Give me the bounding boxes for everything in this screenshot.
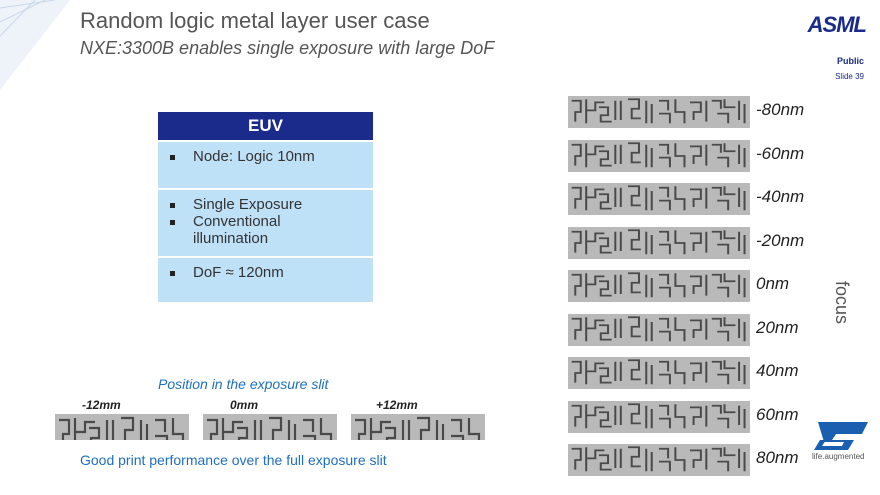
classification-label: Public <box>836 56 864 66</box>
euv-row-dof: DoF ≈ 120nm <box>158 258 373 302</box>
euv-row-node: Node: Logic 10nm <box>158 142 373 188</box>
decorative-swoosh <box>0 0 70 90</box>
bullet-item: DoF ≈ 120nm <box>170 264 363 281</box>
slit-title: Position in the exposure slit <box>158 376 329 392</box>
sem-image <box>568 139 750 172</box>
sem-image <box>55 414 189 440</box>
st-logo <box>814 422 868 450</box>
focus-level-label: 80nm <box>756 448 799 467</box>
focus-level-label: -20nm <box>756 230 805 250</box>
slit-caption: Good print performance over the full exp… <box>80 452 387 468</box>
sem-image <box>568 183 750 215</box>
bullet-text: Single Exposure <box>193 196 303 213</box>
focus-level-label: 40nm <box>756 361 799 380</box>
focus-level-label: -40nm <box>756 187 805 206</box>
sem-image <box>351 414 485 440</box>
euv-table: EUV Node: Logic 10nm Single Exposure Con… <box>158 112 373 302</box>
asml-logo: ASML <box>807 12 867 37</box>
sem-image <box>568 270 750 302</box>
euv-heading: EUV <box>158 112 373 140</box>
sem-image <box>568 96 750 128</box>
focus-level-label: -80nm <box>756 100 805 119</box>
sem-image <box>568 313 750 346</box>
focus-axis-label: focus <box>832 280 853 325</box>
sem-image <box>568 357 750 389</box>
euv-row-exposure: Single Exposure Conventional illuminatio… <box>158 190 373 256</box>
st-tagline: life.augmented <box>812 452 865 461</box>
bullet-text: DoF ≈ 120nm <box>193 264 284 281</box>
focus-level-label: 60nm <box>756 404 799 424</box>
bullet-text: Node: Logic 10nm <box>193 148 315 165</box>
slit-position-label: 0mm <box>230 398 259 412</box>
focus-level-label: -60nm <box>756 143 805 163</box>
slide-subtitle: NXE:3300B enables single exposure with l… <box>80 38 495 58</box>
sem-image <box>568 400 750 433</box>
bullet-item: Single Exposure <box>170 196 363 213</box>
sem-image <box>568 226 750 259</box>
sem-image <box>203 414 337 440</box>
slide-number: Slide 39 <box>835 72 864 81</box>
focus-level-label: 0nm <box>756 274 790 293</box>
slide-title: Random logic metal layer user case <box>80 8 430 33</box>
bullet-item: Node: Logic 10nm <box>170 148 363 165</box>
sem-image <box>568 444 750 476</box>
slit-position-label: -12mm <box>82 398 121 412</box>
slit-position-label: +12mm <box>376 398 418 412</box>
bullet-text: Conventional illumination <box>193 213 281 247</box>
bullet-item: Conventional illumination <box>170 213 363 247</box>
focus-level-label: 20nm <box>756 317 799 337</box>
